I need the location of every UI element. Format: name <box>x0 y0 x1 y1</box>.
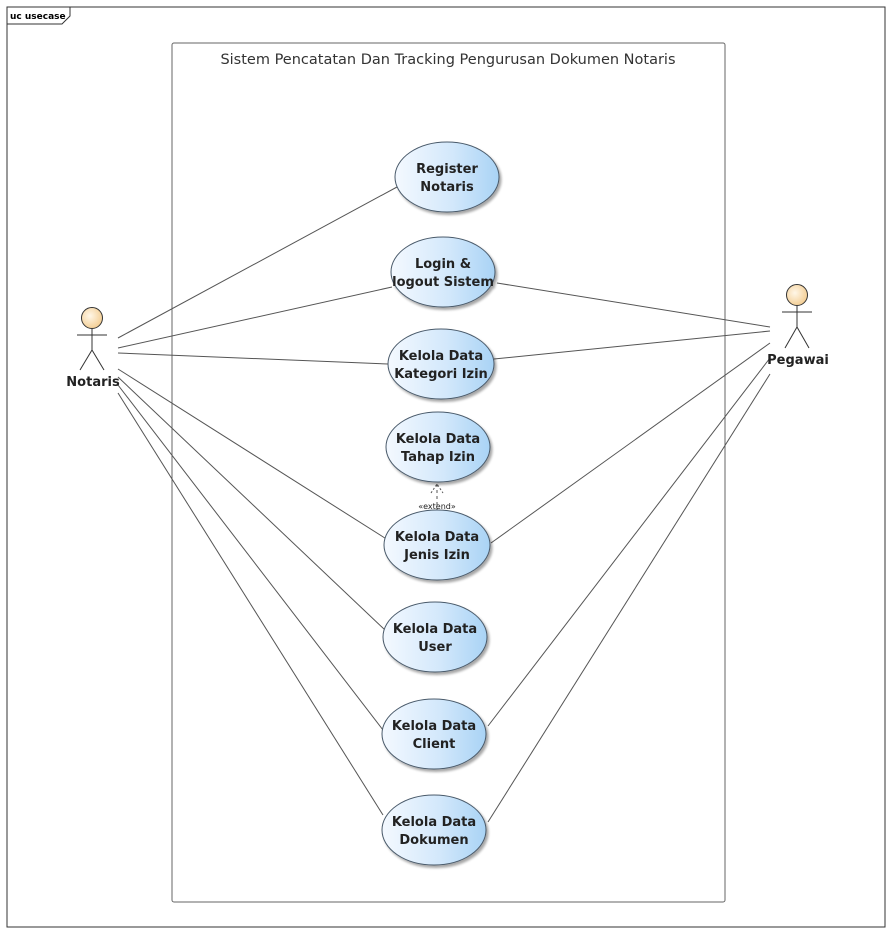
usecase-register-line1: Register <box>416 162 478 177</box>
usecase-dokumen[interactable]: Kelola Data Dokumen <box>381 794 487 866</box>
usecase-client[interactable]: Kelola Data Client <box>381 698 487 770</box>
assoc-pegawai-client[interactable] <box>487 357 771 727</box>
assoc-notaris-dokumen[interactable] <box>117 392 384 816</box>
assoc-notaris-jenis[interactable] <box>117 368 389 541</box>
system-title: Sistem Pencatatan Dan Tracking Pengurusa… <box>220 52 675 68</box>
usecase-register[interactable]: Register Notaris <box>394 141 500 213</box>
usecase-jenis[interactable]: Kelola Data Jenis Izin <box>383 509 491 581</box>
usecase-tahap-line2: Tahap Izin <box>401 450 475 465</box>
frame-tag: uc usecase <box>10 12 66 22</box>
usecase-kategori-line2: Kategori Izin <box>394 367 488 382</box>
pegawai-associations <box>487 282 771 823</box>
actor-notaris[interactable]: Notaris <box>66 307 120 391</box>
notaris-associations <box>117 186 398 816</box>
actor-pegawai-label: Pegawai <box>767 353 829 368</box>
usecase-client-line2: Client <box>413 737 456 752</box>
usecase-dokumen-line1: Kelola Data <box>392 815 476 830</box>
actor-notaris-label: Notaris <box>66 375 120 390</box>
assoc-notaris-register[interactable] <box>117 186 398 339</box>
actor-pegawai[interactable]: Pegawai <box>767 284 829 369</box>
usecase-kategori-line1: Kelola Data <box>399 349 483 364</box>
usecase-tahap-line1: Kelola Data <box>396 432 480 447</box>
assoc-pegawai-dokumen[interactable] <box>487 373 771 823</box>
usecase-tahap[interactable]: Kelola Data Tahap Izin <box>385 411 491 483</box>
extend-label: «extend» <box>418 502 456 511</box>
actor-pegawai-head <box>786 284 808 306</box>
system-boundary <box>171 42 726 903</box>
usecase-login[interactable]: Login & logout Sistem <box>390 236 496 308</box>
assoc-notaris-client[interactable] <box>117 384 384 731</box>
assoc-pegawai-login[interactable] <box>496 282 771 328</box>
usecase-kategori[interactable]: Kelola Data Kategori Izin <box>387 328 495 400</box>
usecase-user[interactable]: Kelola Data User <box>382 601 488 673</box>
assoc-pegawai-kategori[interactable] <box>493 330 771 360</box>
usecase-jenis-line2: Jenis Izin <box>403 548 470 563</box>
assoc-notaris-login[interactable] <box>117 286 393 349</box>
assoc-pegawai-jenis[interactable] <box>490 342 771 544</box>
extend-relation[interactable]: «extend» <box>418 483 456 513</box>
usecase-user-line1: Kelola Data <box>393 622 477 637</box>
usecase-jenis-line1: Kelola Data <box>395 530 479 545</box>
usecase-dokumen-line2: Dokumen <box>399 833 468 848</box>
diagram-frame <box>6 6 886 928</box>
usecase-client-line1: Kelola Data <box>392 719 476 734</box>
usecase-login-line1: Login & <box>415 257 471 272</box>
usecase-register-line2: Notaris <box>420 180 474 195</box>
usecase-user-line2: User <box>418 640 452 655</box>
usecase-login-line2: logout Sistem <box>392 275 494 290</box>
actor-notaris-head <box>81 307 103 329</box>
frame-tag-box <box>6 6 71 25</box>
assoc-notaris-kategori[interactable] <box>117 352 389 365</box>
assoc-notaris-user[interactable] <box>117 376 386 631</box>
